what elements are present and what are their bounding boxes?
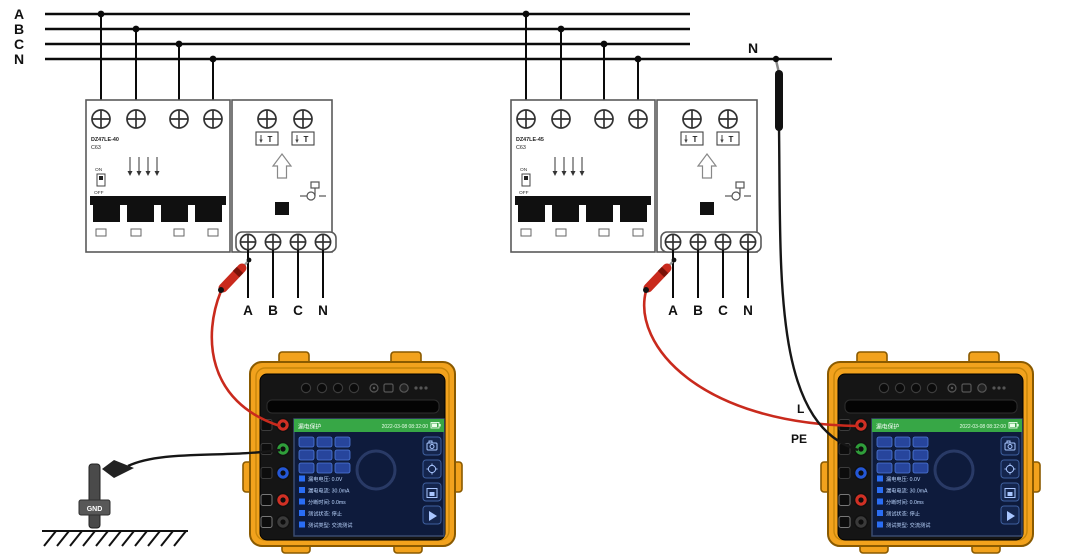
breaker-right-rating: C63: [516, 145, 526, 151]
instrument-left: [241, 350, 464, 555]
bus-label-c: C: [14, 36, 24, 52]
earth-clamp: [102, 460, 134, 478]
probe-tail: [643, 287, 649, 293]
lead-label-l: L: [797, 402, 804, 416]
bus-label-n: N: [14, 51, 24, 67]
breaker-left: [86, 11, 336, 318]
instrument-right: [819, 350, 1042, 555]
right-neutral-lead: [772, 55, 859, 452]
breaker-right: [511, 11, 761, 318]
ground-rod-label-plate: [78, 499, 111, 516]
left-earth-lead: GND: [42, 448, 281, 547]
red-probe-collar: [232, 266, 244, 278]
breaker-left-rating: C63: [91, 145, 101, 151]
right-red-test-lead: [643, 257, 859, 428]
breaker-left-model: DZ47LE-40: [91, 137, 119, 143]
bus-label-a: A: [14, 6, 24, 22]
red-probe-collar: [657, 266, 669, 278]
probe-contact-dot: [246, 257, 252, 263]
probe-contact-dot: [772, 55, 780, 63]
earth-symbol: [42, 530, 188, 547]
ground-label: GND: [87, 506, 103, 513]
left-red-test-lead: [210, 257, 281, 428]
probe-tail: [218, 287, 224, 293]
probe-contact-dot: [671, 257, 677, 263]
breaker-right-model: DZ47LE-45: [516, 137, 544, 143]
lead-label-pe: PE: [791, 432, 807, 446]
bus-label-b: B: [14, 21, 24, 37]
ground-rod: [88, 463, 101, 529]
power-bus: A B C N N: [14, 6, 832, 67]
bus-label-n-right: N: [748, 40, 758, 56]
